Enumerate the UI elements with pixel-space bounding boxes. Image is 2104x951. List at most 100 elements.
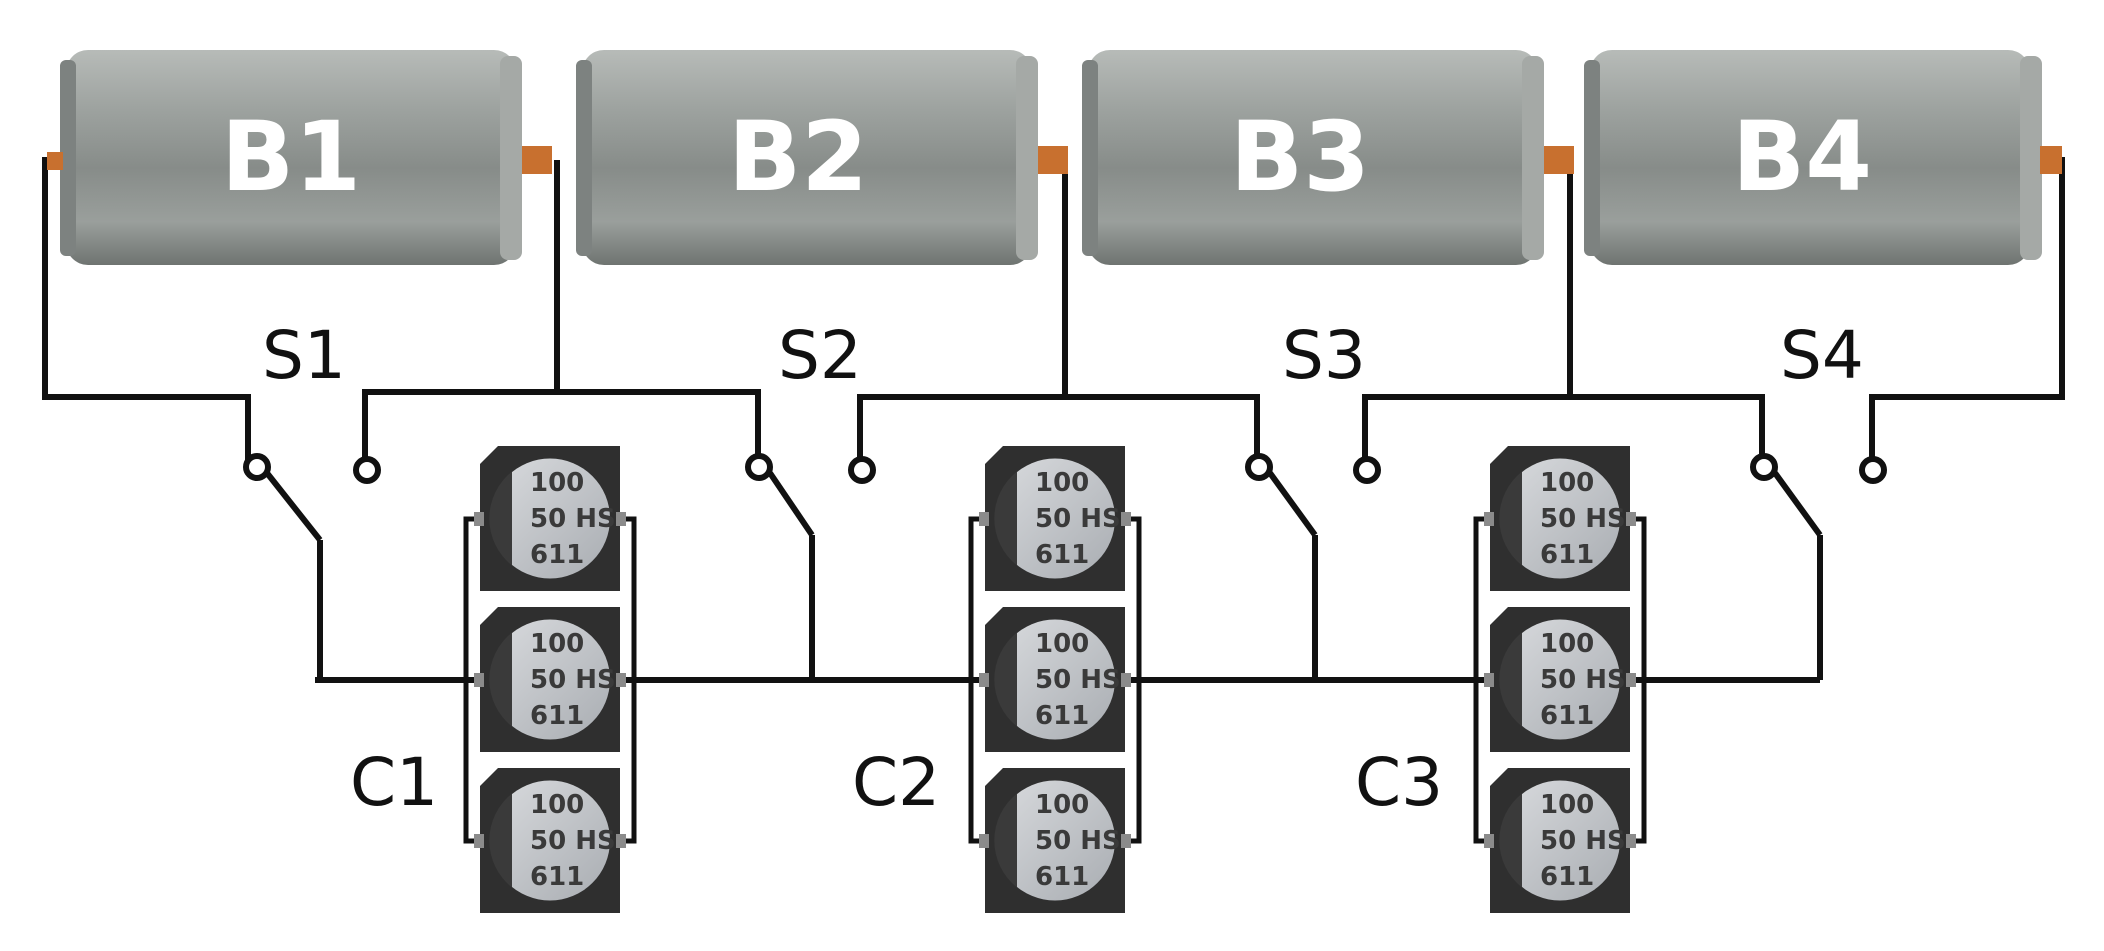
battery-b4: B4: [1584, 50, 2062, 265]
capacitor-marking-line2: 50 HS: [1035, 665, 1121, 695]
capacitor-polarity-stripe: [1499, 793, 1522, 888]
battery-cap-left: [576, 60, 592, 256]
capacitor-polarity-stripe: [489, 793, 512, 888]
battery-body: [66, 50, 516, 265]
capacitor-polarity-stripe: [994, 793, 1017, 888]
wire-node-b1b2: [362, 160, 560, 460]
capacitor-marking-line1: 100: [1540, 468, 1594, 498]
capacitor-marking-line3: 611: [530, 862, 584, 892]
battery-cap-right: [2020, 56, 2042, 260]
capacitor-marking-line3: 611: [1035, 701, 1089, 731]
capacitor-marking-line3: 611: [530, 701, 584, 731]
battery-cap-left: [1584, 60, 1600, 256]
wire-node-b3b4-to-s4: [1570, 394, 1765, 460]
s2-right-terminal: [848, 456, 876, 484]
capacitor-marking-line3: 611: [1540, 540, 1594, 570]
capacitor-lead-left: [1484, 512, 1494, 526]
capacitor-lead-left: [979, 512, 989, 526]
capacitor-lead-left: [474, 512, 484, 526]
capacitor-marking-line2: 50 HS: [530, 826, 616, 856]
capacitor-polarity-stripe: [1499, 632, 1522, 727]
capacitor-polarity-stripe: [1499, 471, 1522, 566]
capacitor-polarity-stripe: [489, 632, 512, 727]
capacitor-polarity-stripe: [489, 471, 512, 566]
capacitor-lead-left: [979, 834, 989, 848]
capacitor-lead-right: [1626, 512, 1636, 526]
capacitor-marking-line1: 100: [530, 468, 584, 498]
battery-b2: B2: [576, 50, 1068, 265]
s1-left-terminal: [243, 453, 271, 481]
capacitor-marking-line1: 100: [1540, 629, 1594, 659]
capacitor-group-label-c2: C2: [852, 744, 940, 821]
capacitor-lead-left: [474, 834, 484, 848]
battery-label: B4: [1732, 101, 1872, 213]
capacitor-marking-line2: 50 HS: [1540, 826, 1626, 856]
capacitor-marking-line1: 100: [530, 790, 584, 820]
capacitor-marking-line2: 50 HS: [1540, 665, 1626, 695]
battery-body: [582, 50, 1032, 265]
capacitor-marking-line2: 50 HS: [530, 665, 616, 695]
wire-node-b2b3: [857, 160, 1068, 460]
s3-left-terminal: [1245, 453, 1273, 481]
capacitor-top-face: [995, 458, 1115, 579]
battery-right-tab-icon: [522, 146, 552, 174]
switch-terminals: [243, 453, 1887, 484]
capacitor-lead-right: [1121, 834, 1131, 848]
capacitor: 100 50 HS 611: [474, 768, 626, 913]
wire-node-b3b4: [1362, 160, 1573, 460]
battery-left-tab-icon: [47, 152, 63, 170]
capacitor-polarity-stripe: [994, 632, 1017, 727]
s3-right-terminal: [1353, 456, 1381, 484]
capacitor-top-face: [1500, 780, 1620, 901]
battery-cap-left: [1082, 60, 1098, 256]
capacitor-marking-line1: 100: [1540, 790, 1594, 820]
s2-blade: [767, 471, 815, 537]
capacitor-lead-right: [1626, 673, 1636, 687]
battery-right-tab-icon: [1038, 146, 1068, 174]
capacitor-top-face: [490, 619, 610, 740]
s1-right-terminal: [353, 456, 381, 484]
battery-cap-left: [60, 60, 76, 256]
capacitor: 100 50 HS 611: [1484, 607, 1636, 752]
capacitor-polarity-stripe: [994, 471, 1017, 566]
s4-left-terminal: [1750, 453, 1778, 481]
battery-cap-right: [1522, 56, 1544, 260]
capacitor-lead-left: [474, 673, 484, 687]
capacitor-marking-line3: 611: [1540, 701, 1594, 731]
battery-label: B3: [1230, 101, 1370, 213]
capacitor-lead-left: [979, 673, 989, 687]
capacitor-lead-right: [616, 834, 626, 848]
battery-label: B1: [221, 101, 361, 213]
capacitor-top-face: [490, 780, 610, 901]
s4-blade: [1772, 471, 1823, 537]
capacitor-top-face: [1500, 458, 1620, 579]
capacitor-marking-line3: 611: [1035, 862, 1089, 892]
battery-b3: B3: [1082, 50, 1574, 265]
capacitor-lead-right: [1121, 512, 1131, 526]
s1-blade: [264, 471, 323, 542]
s4-right-terminal: [1859, 456, 1887, 484]
wire-node-b1b2-to-s2: [557, 389, 761, 460]
capacitor-lead-left: [1484, 673, 1494, 687]
capacitor-top-face: [995, 619, 1115, 740]
capacitor-top-face: [995, 780, 1115, 901]
battery-body: [1088, 50, 1538, 265]
wire-node-b2b3-to-s3: [1065, 394, 1260, 460]
battery-body: [1590, 50, 2030, 265]
capacitor-marking-line1: 100: [1035, 629, 1089, 659]
battery-right-tab-icon: [1544, 146, 1574, 174]
capacitor-lead-left: [1484, 834, 1494, 848]
capacitor-marking-line3: 611: [1035, 540, 1089, 570]
capacitor-marking-line2: 50 HS: [1035, 504, 1121, 534]
wire-b1-left-to-s1: [42, 157, 251, 460]
switch-label-s4: S4: [1780, 317, 1864, 394]
capacitor-marking-line2: 50 HS: [1035, 826, 1121, 856]
capacitor-group-label-c1: C1: [350, 744, 438, 821]
